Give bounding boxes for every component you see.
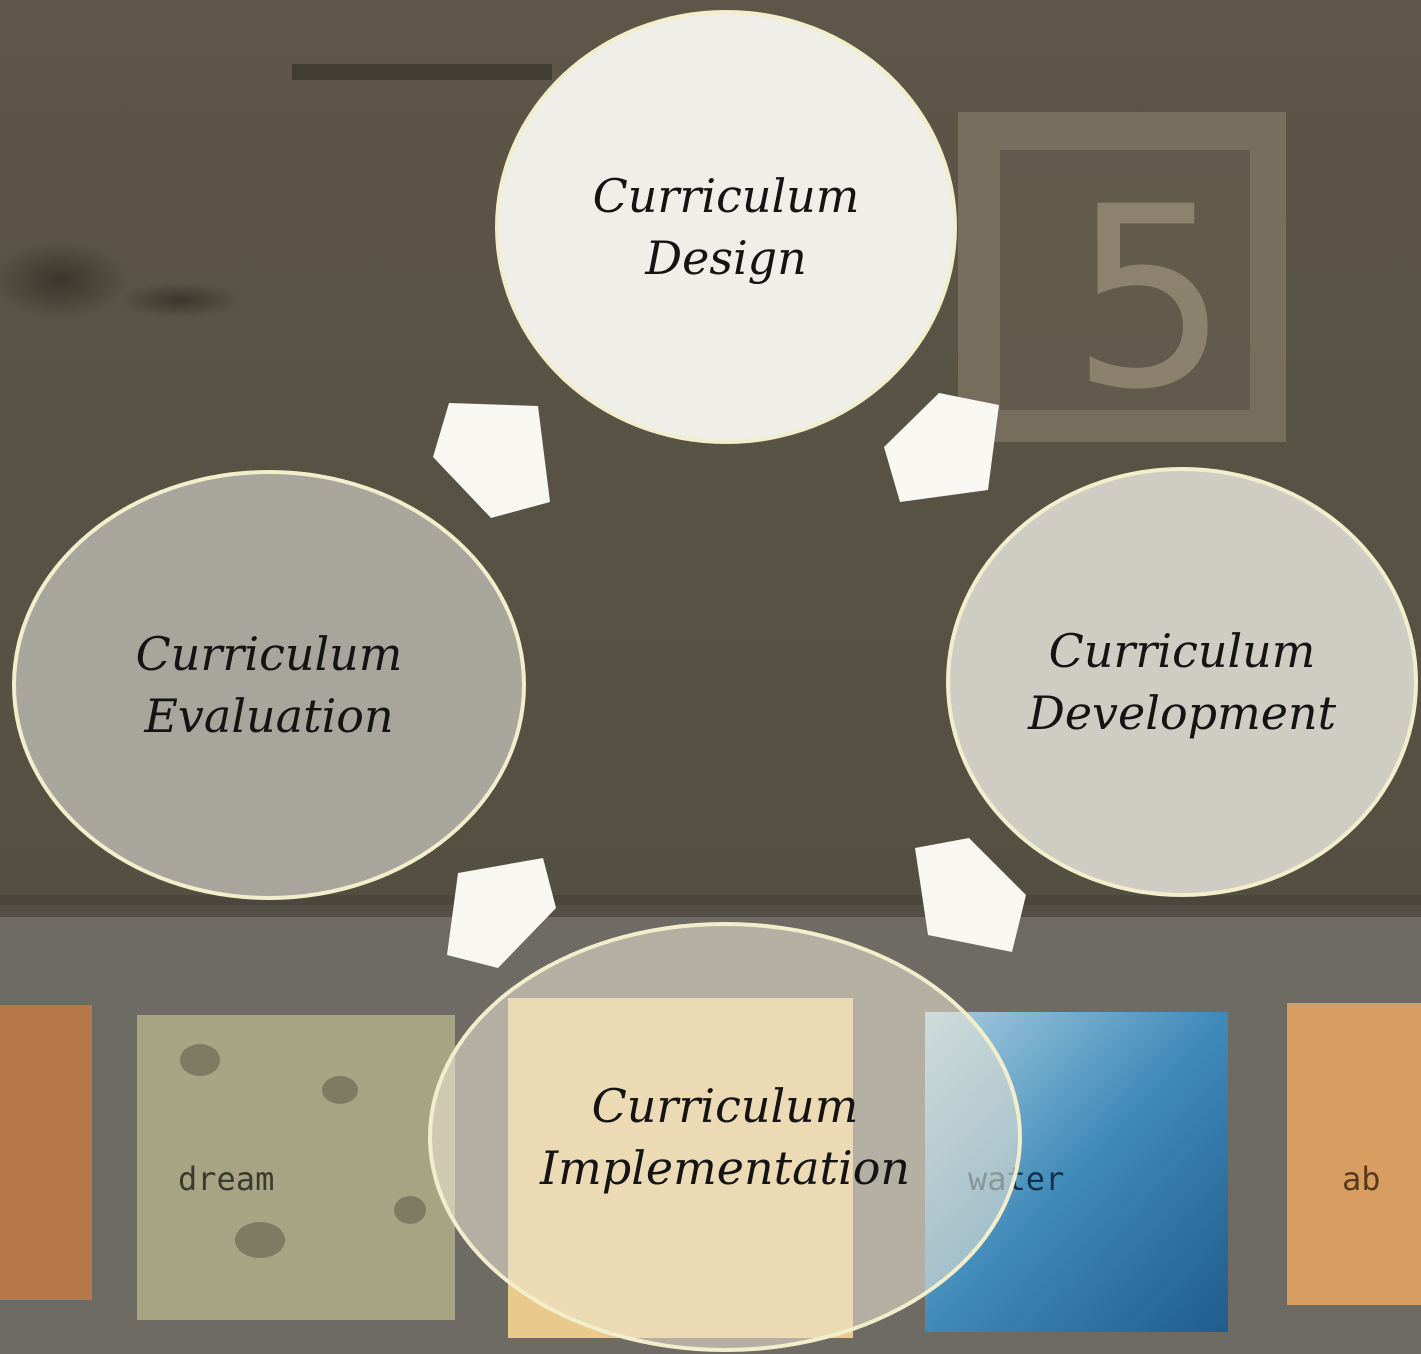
node-curriculum-evaluation: Curriculum Evaluation <box>12 470 526 900</box>
node-curriculum-implementation: Curriculum Implementation <box>428 922 1022 1352</box>
node-curriculum-design: Curriculum Design <box>495 10 957 444</box>
arrow-implementation-to-evaluation <box>447 858 556 968</box>
node-label-implementation: Curriculum Implementation <box>539 1079 911 1195</box>
node-label-development: Curriculum Development <box>1027 624 1337 740</box>
node-curriculum-development: Curriculum Development <box>946 467 1418 897</box>
node-label-evaluation: Curriculum Evaluation <box>135 627 403 743</box>
node-label-design: Curriculum Design <box>592 169 860 285</box>
tile-word-ab: ab <box>1342 1160 1381 1198</box>
stamp: 5 <box>958 112 1286 444</box>
arrow-development-to-implementation <box>915 838 1026 952</box>
arrow-design-to-development <box>884 393 999 502</box>
svg-text:5: 5 <box>1070 153 1229 444</box>
arrow-evaluation-to-design <box>433 403 550 518</box>
tile-word-dream: dream <box>178 1160 274 1198</box>
